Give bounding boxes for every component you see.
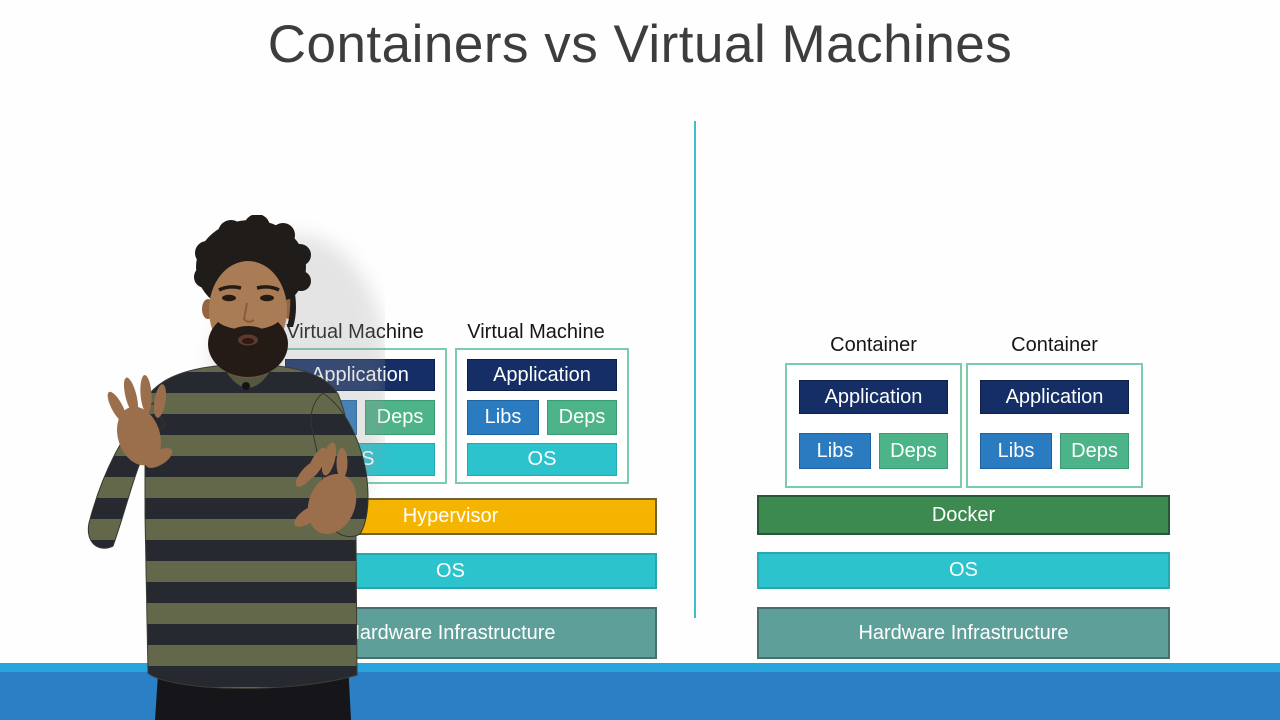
presenter-left-hand xyxy=(107,375,173,468)
container-hardware-layer: Hardware Infrastructure xyxy=(757,607,1170,659)
container-2-deps-box: Deps xyxy=(1060,433,1129,469)
container-stack-2-label: Container xyxy=(1011,334,1098,356)
container-stack-1: Application Libs Deps xyxy=(785,363,962,488)
docker-layer: Docker xyxy=(757,495,1170,535)
container-stack-1-label: Container xyxy=(830,334,917,356)
vm-2-application-box: Application xyxy=(467,359,617,391)
presenter-head xyxy=(194,215,311,378)
vm-2-deps-box: Deps xyxy=(547,400,617,435)
container-os-layer: OS xyxy=(757,552,1170,589)
section-divider-line xyxy=(694,121,696,618)
slide-title: Containers vs Virtual Machines xyxy=(267,15,1013,74)
presenter-right-hand xyxy=(294,442,357,535)
vm-stack-2-label: Virtual Machine xyxy=(467,321,605,343)
vm-2-libs-box: Libs xyxy=(467,400,539,435)
container-1-libs-box: Libs xyxy=(799,433,871,469)
presenter-figure xyxy=(87,215,385,720)
vm-stack-2: Application Libs Deps OS xyxy=(455,348,629,484)
container-2-application-box: Application xyxy=(980,380,1129,414)
container-2-libs-box: Libs xyxy=(980,433,1052,469)
footer-accent-strip xyxy=(0,663,1280,672)
lapel-mic xyxy=(242,382,250,390)
container-1-deps-box: Deps xyxy=(879,433,948,469)
container-stack-2: Application Libs Deps xyxy=(966,363,1143,488)
container-1-application-box: Application xyxy=(799,380,948,414)
vm-2-os-box: OS xyxy=(467,443,617,476)
